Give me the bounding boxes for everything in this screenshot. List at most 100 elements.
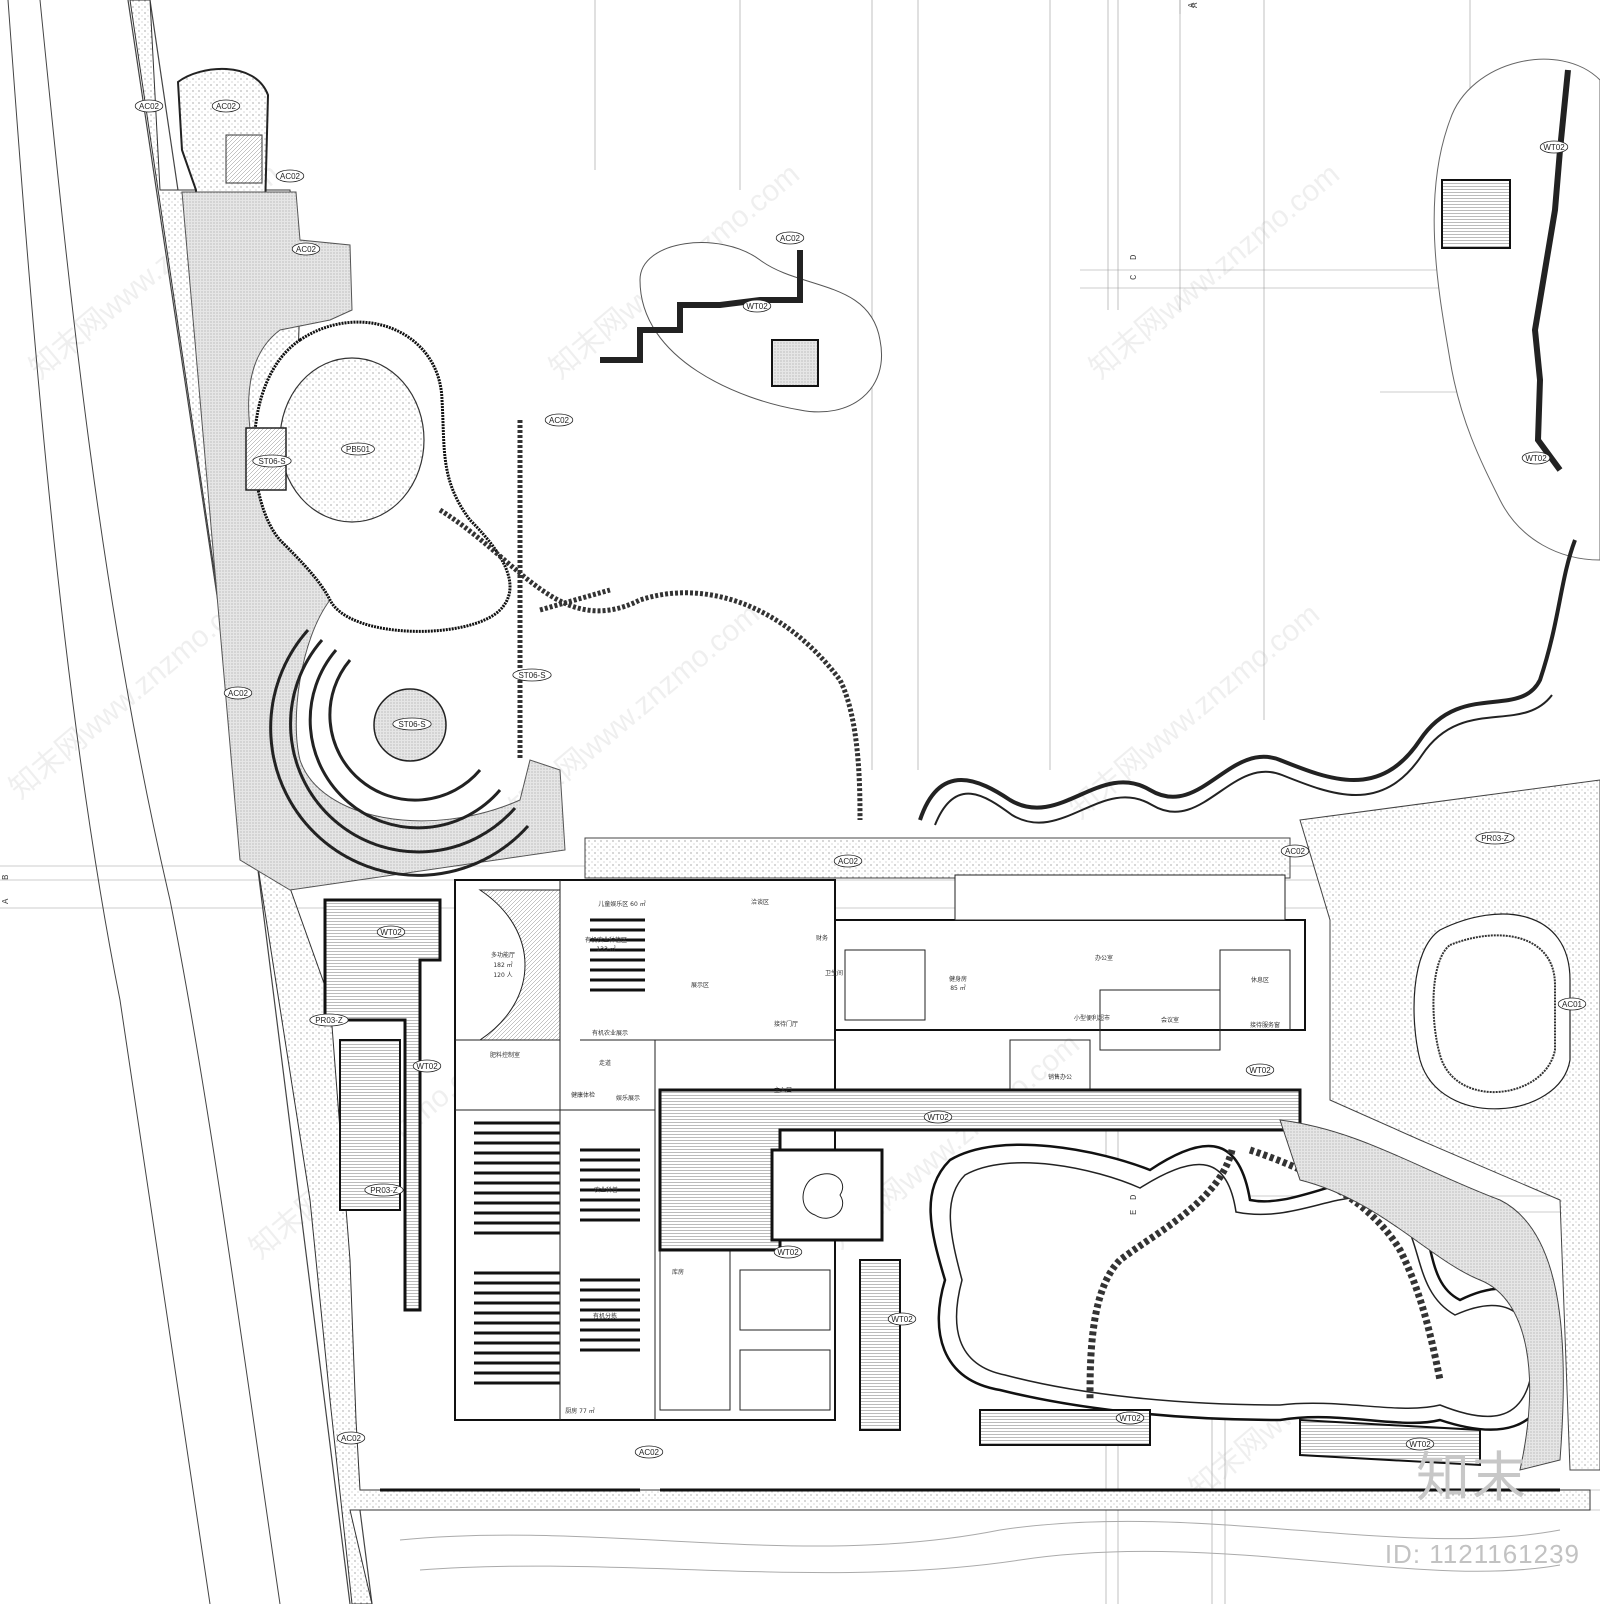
annotation-tag-label: AC02 xyxy=(280,172,301,181)
room-label: 182 ㎡ xyxy=(493,961,512,969)
annotation-tag: WT02 xyxy=(1115,1411,1145,1425)
room-label: 会议室 xyxy=(1161,1016,1179,1024)
annotation-tag-label: AC01 xyxy=(1562,1000,1583,1009)
annotation-tag: AC02 xyxy=(275,169,305,183)
annotation-tag-label: ST06-S xyxy=(398,720,425,729)
annotation-tag-bubble xyxy=(833,854,863,868)
west-courtyard xyxy=(323,898,442,1312)
room-label: 多功能厅 xyxy=(491,951,515,959)
room-label: 洽谈区 xyxy=(751,898,769,906)
room-label: 卫生间 xyxy=(825,969,843,977)
annotation-tag-label: WT02 xyxy=(1525,454,1547,463)
annotation-tag-bubble xyxy=(1280,844,1310,858)
annotation-tag-bubble xyxy=(1475,831,1515,845)
entry-steps xyxy=(225,134,263,184)
winding-stream xyxy=(918,539,1577,821)
annotation-tag: AC02 xyxy=(211,99,241,113)
room-label: 销售办公 xyxy=(1048,1073,1072,1081)
annotation-tag: PR03-Z xyxy=(364,1183,404,1197)
annotation-tag: WT02 xyxy=(742,299,772,313)
room-label: 133 ㎡ xyxy=(596,945,615,953)
annotation-tag-bubble xyxy=(1521,451,1551,465)
annotation-tag-label: AC02 xyxy=(296,245,317,254)
annotation-tag-label: ST06-S xyxy=(518,671,545,680)
image-id-text: ID: 1121161239 xyxy=(1384,1539,1580,1569)
annotation-tag-bubble xyxy=(376,925,406,939)
room-label: 接待服务窗 xyxy=(1250,1021,1280,1029)
east-deck-strip xyxy=(859,1259,901,1431)
annotation-tag-label: WT02 xyxy=(1543,143,1565,152)
grid-axis-label: A xyxy=(1190,2,1200,8)
curving-path xyxy=(438,507,863,821)
room-label: 小型便利超市 xyxy=(1074,1014,1110,1022)
annotation-tag: AC02 xyxy=(336,1431,366,1445)
annotation-tag-label: PR03-Z xyxy=(1481,834,1509,843)
room-label: 办公室 xyxy=(1095,954,1113,962)
annotation-tag: AC02 xyxy=(775,231,805,245)
annotation-tag-label: WT02 xyxy=(416,1062,438,1071)
annotation-tag-label: PR03-Z xyxy=(315,1016,343,1025)
annotation-tag-bubble xyxy=(634,1445,664,1459)
annotation-tag-label: AC02 xyxy=(1285,847,1306,856)
annotation-tag: PR03-Z xyxy=(309,1013,349,1027)
annotation-tag-bubble xyxy=(1557,997,1587,1011)
south-boardwalk-1 xyxy=(979,1409,1151,1446)
grid-axis-label: D xyxy=(1129,255,1139,260)
annotation-tag-bubble xyxy=(252,454,292,468)
annotation-tag-bubble xyxy=(1539,140,1569,154)
annotation-tag: WT02 xyxy=(1245,1063,1275,1077)
annotation-tag: AC02 xyxy=(634,1445,664,1459)
grid-axis-label: E xyxy=(1129,1210,1139,1215)
annotation-tag: ST06-S xyxy=(252,454,292,468)
annotation-tag-bubble xyxy=(1115,1411,1145,1425)
annotation-tag-label: ST06-S xyxy=(258,457,285,466)
annotation-tag: WT02 xyxy=(1405,1437,1435,1451)
annotation-tag-bubble xyxy=(364,1183,404,1197)
grid-axis-label: C xyxy=(1129,274,1139,280)
annotation-tag-bubble xyxy=(775,231,805,245)
west-courtyard-2 xyxy=(339,1039,401,1211)
annotation-tag-label: AC02 xyxy=(228,689,249,698)
annotation-tag-label: AC02 xyxy=(139,102,160,111)
partition-walls xyxy=(455,880,1291,1420)
brand-logo: 知末 xyxy=(1416,1446,1528,1509)
room-label: 健康体检 xyxy=(571,1091,595,1099)
building-north-pools xyxy=(954,874,1286,921)
east-oval-mound xyxy=(1413,913,1571,1110)
room-label: 儿童娱乐区 60 ㎡ xyxy=(598,900,645,908)
annotation-tag: ST06-S xyxy=(392,717,432,731)
annotation-tag-bubble xyxy=(134,99,164,113)
room-label: 85 ㎡ xyxy=(950,984,966,992)
annotation-tag: WT02 xyxy=(887,1312,917,1326)
room-label: 厨房 77 ㎡ xyxy=(565,1407,594,1415)
annotation-tag: AC01 xyxy=(1557,997,1587,1011)
annotation-tag-label: AC02 xyxy=(639,1448,660,1457)
annotation-tag: AC02 xyxy=(134,99,164,113)
east-oval-inner xyxy=(1432,934,1556,1094)
building-east-wing xyxy=(834,919,1306,1031)
annotation-tag-label: AC02 xyxy=(549,416,570,425)
room-label: 120 人 xyxy=(493,972,512,979)
room-label: 有机分拣 xyxy=(593,1312,617,1320)
room-label: 走道 xyxy=(599,1059,611,1067)
annotation-tag: WT02 xyxy=(412,1059,442,1073)
annotation-tag: AC02 xyxy=(291,242,321,256)
north-pavilion-island xyxy=(639,242,882,413)
room-label: 展示区 xyxy=(691,982,709,989)
south-boardwalk-2 xyxy=(1299,1418,1481,1467)
watermark-3: 知末网www.znzmo.com xyxy=(1083,158,1346,386)
grid-axis-label: B xyxy=(1,874,11,880)
room-label: 健身房 xyxy=(949,975,967,983)
amphitheatre-rings xyxy=(269,629,530,877)
annotation-tag-bubble xyxy=(773,1245,803,1259)
annotation-tag-bubble xyxy=(392,717,432,731)
annotation-tag-bubble xyxy=(211,99,241,113)
annotation-tag-bubble xyxy=(1405,1437,1435,1451)
annotation-tag-label: WT02 xyxy=(777,1248,799,1257)
annotation-tag-label: AC02 xyxy=(838,857,859,866)
room-label: 有机农业种植区 xyxy=(585,936,627,944)
annotation-tag-bubble xyxy=(742,299,772,313)
